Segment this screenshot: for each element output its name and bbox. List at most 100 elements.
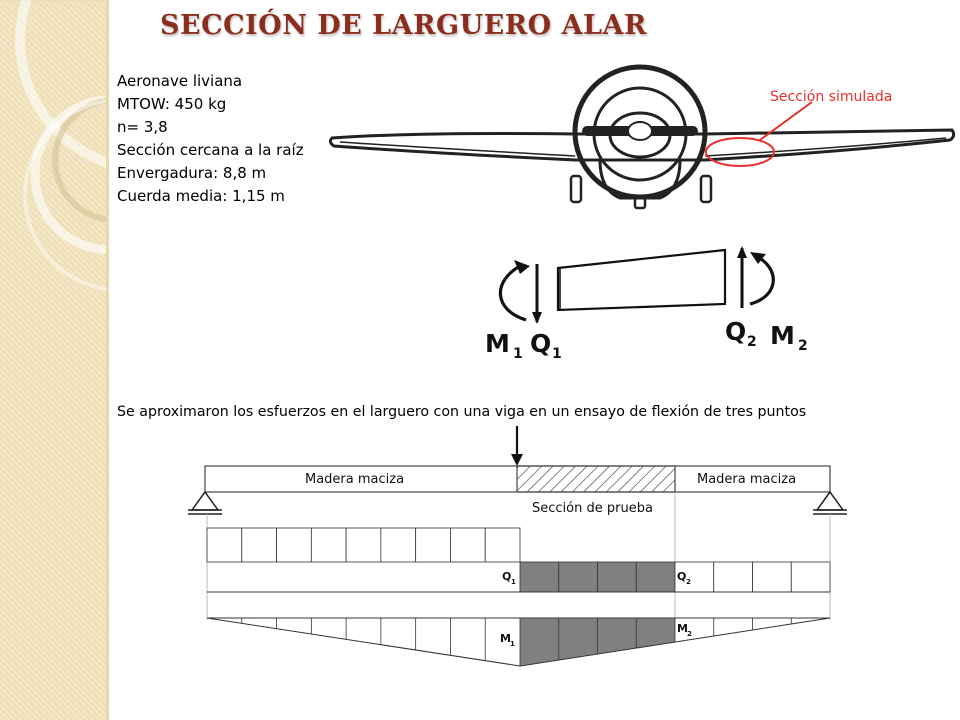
band-texture-line (0, 293, 106, 401)
shear-cell (241, 527, 277, 563)
shear-q2-sub: 2 (686, 578, 691, 586)
label-q2: Q (725, 317, 746, 346)
label-q1-sub: 1 (552, 346, 562, 362)
shear-cell (674, 561, 715, 593)
band-texture-line (0, 335, 106, 443)
band-texture-line (0, 533, 106, 641)
band-texture-line (0, 35, 106, 143)
shear-cell-test (519, 561, 560, 593)
spec-item: Cuerda media: 1,15 m (117, 187, 285, 205)
band-texture-line (0, 497, 106, 605)
band-texture-line (0, 323, 106, 431)
band-texture-line (0, 101, 106, 209)
band-texture-line (89, 0, 106, 17)
left-wood-label: Madera maciza (305, 472, 404, 487)
label-m1: M (485, 329, 510, 358)
moment-m2-sub: 2 (687, 630, 692, 638)
shear-diagram (206, 527, 831, 593)
band-texture-line (0, 89, 106, 197)
band-texture-line (0, 299, 106, 407)
band-texture-line (11, 0, 106, 95)
shear-cell (206, 527, 243, 563)
spec-item: n= 3,8 (117, 118, 168, 136)
shear-cell (276, 527, 312, 563)
shear-cell-test (635, 561, 676, 593)
band-texture-line (0, 515, 106, 623)
moment-m1-sub: 1 (510, 640, 515, 648)
band-texture-line (0, 593, 106, 701)
spinner (627, 121, 653, 141)
shear-cell-test (597, 561, 637, 593)
shear-cell (380, 527, 417, 563)
band-texture-line (0, 311, 106, 419)
wing-trailing-line (704, 137, 947, 157)
band-texture-line (0, 353, 106, 461)
section-free-body: M 1 Q 1 Q 2 M 2 (485, 246, 808, 362)
callout-label: Sección simulada (770, 89, 892, 105)
moment-m2-label: M (677, 622, 688, 635)
band-texture-line (0, 713, 7, 720)
shear-arrowhead-right (737, 246, 747, 258)
moment-arrowhead-left (514, 260, 530, 274)
band-texture-line (0, 575, 106, 683)
band-texture-line (0, 551, 106, 659)
label-q2-sub: 2 (747, 334, 757, 350)
section-shape (556, 248, 727, 312)
shear-q2-label: Q (677, 570, 686, 583)
shear-cell (345, 527, 382, 563)
band-texture-line (0, 287, 106, 395)
band-texture-line (0, 257, 106, 365)
aircraft-front-view: Sección simulada (328, 64, 956, 210)
callout-group: Sección simulada (705, 89, 892, 167)
callout-ellipse (705, 137, 775, 167)
moment-triangle (206, 617, 831, 667)
label-m2-sub: 2 (798, 338, 808, 354)
shear-cell (310, 527, 347, 563)
landing-gear-left (569, 174, 583, 204)
band-arc-2 (30, 95, 106, 255)
band-arc-4 (23, 99, 106, 291)
method-caption: Se aproximaron los esfuerzos en el largu… (117, 404, 807, 420)
band-texture-line (0, 29, 106, 137)
band-texture-line (0, 329, 106, 437)
test-section-label: Sección de prueba (532, 501, 653, 516)
band-texture-line (0, 275, 106, 383)
left-decorative-band (0, 0, 109, 720)
band-arc-1 (15, 0, 106, 168)
shear-cell (450, 527, 486, 563)
label-m2: M (770, 321, 795, 350)
load-arrowhead (511, 454, 523, 466)
band-texture-line (0, 701, 19, 720)
band-texture-line (0, 569, 106, 677)
band-texture-line (0, 113, 106, 221)
band-texture-line (95, 0, 106, 11)
moment-arrowhead-right (750, 252, 766, 264)
test-section-hatched (516, 465, 676, 493)
label-m1-sub: 1 (513, 346, 523, 362)
band-texture-line (0, 587, 106, 695)
support-left (188, 490, 222, 515)
shear-cell (752, 561, 792, 593)
nose-gear (633, 196, 647, 210)
band-texture-line (0, 581, 106, 689)
support-right (813, 490, 847, 515)
shear-cell (713, 561, 753, 593)
band-texture-line (0, 83, 106, 191)
spec-item: MTOW: 450 kg (117, 95, 227, 113)
band-texture-line (0, 305, 106, 413)
label-q1: Q (530, 329, 551, 358)
band-texture-line (0, 107, 106, 215)
band-texture-line (0, 665, 55, 720)
band-texture-line (0, 563, 106, 671)
right-wood-label: Madera maciza (697, 472, 796, 487)
shear-q1-sub: 1 (511, 578, 516, 586)
band-texture-line (0, 503, 106, 611)
shear-arrowhead-left (532, 312, 542, 324)
band-texture-line (17, 0, 106, 89)
band-texture-line (0, 539, 106, 647)
landing-gear-right (699, 174, 713, 204)
shear-cell (415, 527, 451, 563)
spec-item: Sección cercana a la raíz (117, 141, 304, 159)
shear-cell-test (558, 561, 598, 593)
band-texture-line (0, 95, 106, 203)
